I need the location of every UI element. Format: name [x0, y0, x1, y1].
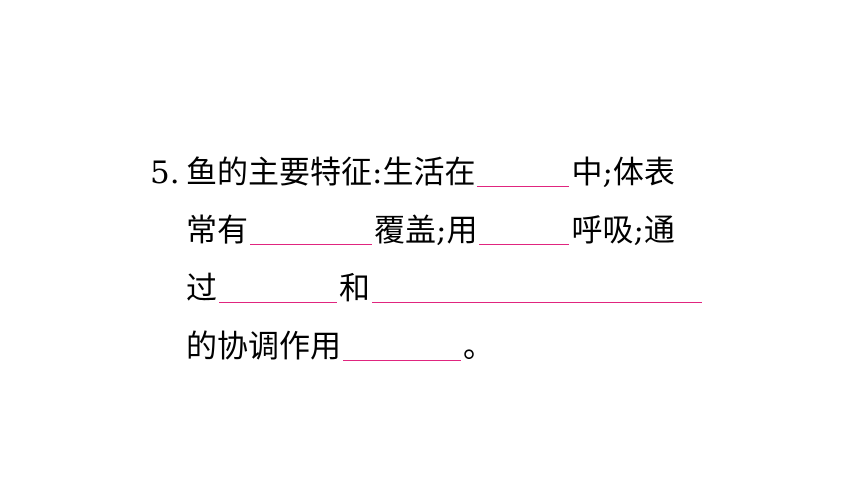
question-line-1: 5.鱼的主要特征:生活在 中;体表 — [150, 148, 730, 206]
question-line-2: 常有 覆盖;用 呼吸;通 — [150, 206, 730, 264]
question-line-3: 过和 — [150, 264, 730, 322]
question-text-segment: 呼吸;通 — [571, 213, 675, 249]
answer-blank-body-covering[interactable] — [250, 214, 372, 245]
answer-blank-habitat[interactable] — [477, 156, 570, 187]
question-text-segment: 。 — [463, 329, 494, 365]
question-text-segment: 鱼的主要特征:生活在 — [186, 155, 476, 191]
question-text-segment: 覆盖;用 — [374, 213, 478, 249]
question-text-segment: 过 — [186, 271, 217, 307]
question-text-segment: 和 — [339, 271, 370, 307]
answer-blank-movement-2[interactable] — [372, 272, 702, 303]
question-text-segment: 中;体表 — [571, 155, 675, 191]
question-text-segment: 的协调作用 — [186, 329, 341, 365]
answer-blank-movement-1[interactable] — [219, 272, 337, 303]
question-number: 5. — [150, 155, 180, 191]
question-line-4: 的协调作用 。 — [150, 322, 730, 380]
answer-blank-movement-3[interactable] — [343, 330, 461, 361]
answer-blank-breathing-organ[interactable] — [479, 214, 570, 245]
question-5: 5.鱼的主要特征:生活在中;体表 常有覆盖;用呼吸;通 过和 的协调作用。 — [150, 148, 730, 380]
question-text-segment: 常有 — [186, 213, 248, 249]
